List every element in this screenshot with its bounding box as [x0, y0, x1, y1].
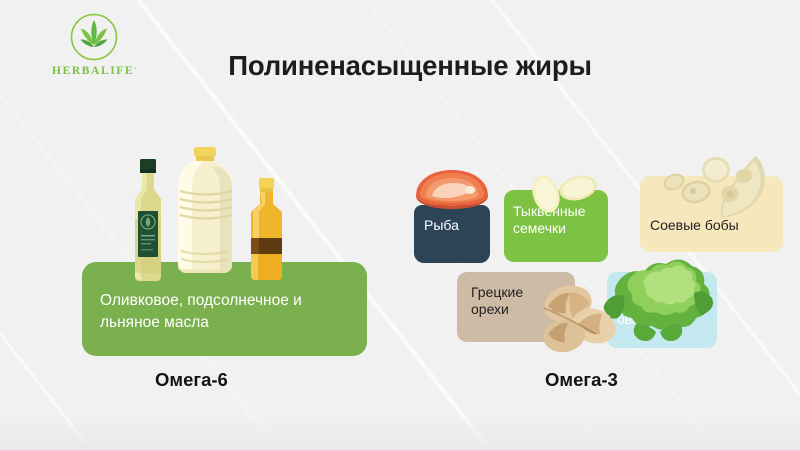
omega3-tile-pumpkin-seeds[interactable]: Тыквенные семечки — [504, 190, 608, 262]
omega6-caption: Омега-6 — [155, 369, 228, 390]
page-title: Полиненасыщенные жиры — [228, 50, 592, 81]
omega3-caption: Омега-3 — [545, 369, 618, 390]
omega3-tile-fish-label: Рыба — [424, 217, 459, 233]
omega3-tile-pumpkin-seeds-label: Тыквенные семечки — [513, 203, 586, 237]
olive-oil-bottle — [126, 159, 170, 286]
omega3-tile-soybeans[interactable]: Соевые бобы — [640, 176, 783, 252]
flax-oil-bottle-icon — [251, 178, 282, 280]
flax-oil-bottle — [244, 178, 290, 287]
omega3-tile-walnuts-label: Грецкие орехи — [471, 284, 524, 318]
brand-logo: HERBALIFE. — [46, 12, 142, 77]
herbalife-leaf-logo-icon — [70, 13, 118, 61]
sunflower-oil-bottle — [172, 147, 238, 288]
olive-oil-bottle-icon — [135, 159, 161, 281]
bottom-vignette — [0, 414, 800, 450]
sunflower-oil-bottle-icon — [178, 147, 233, 273]
omega3-tile-walnuts[interactable]: Грецкие орехи — [457, 272, 575, 342]
omega3-tile-fish[interactable]: Рыба — [414, 205, 490, 263]
omega3-tile-leafy-greens[interactable]: Листовые овощи — [607, 272, 717, 348]
brand-wordmark: HERBALIFE. — [52, 63, 136, 77]
omega3-tile-soybeans-label: Соевые бобы — [650, 217, 739, 233]
omega3-tile-leafy-greens-label: Листовые овощи — [617, 294, 681, 328]
omega6-panel-text: Оливковое, подсолнечное и льняное масла — [100, 292, 302, 331]
